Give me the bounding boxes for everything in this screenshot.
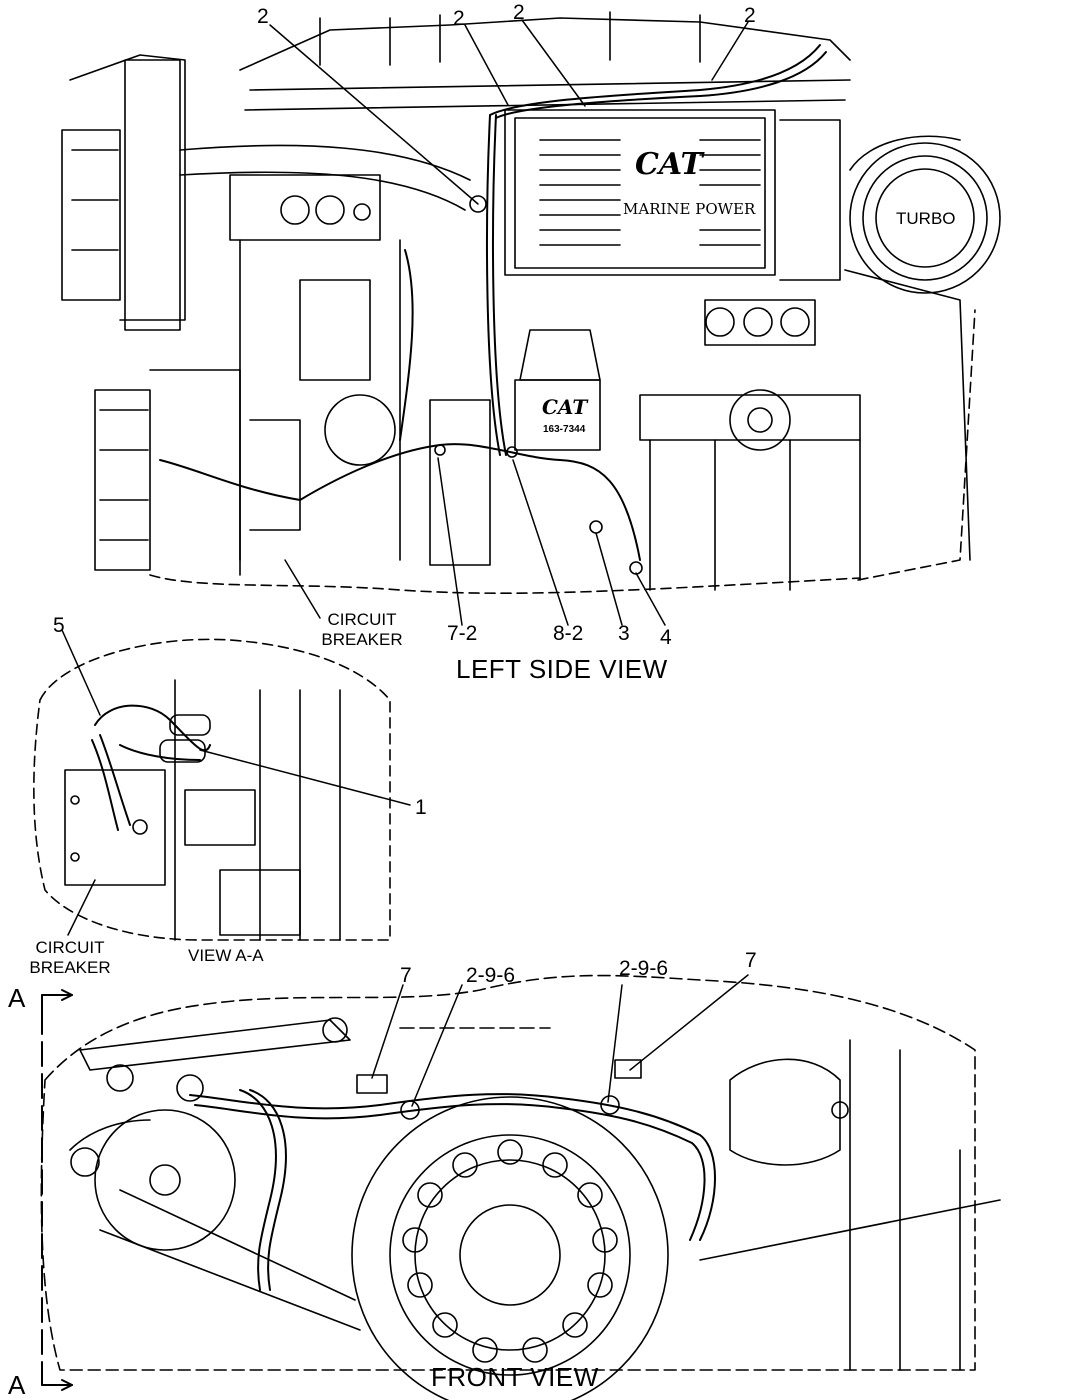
circuit-breaker-label-left-line2: BREAKER [321, 630, 403, 649]
callout-2-a: 2 [257, 5, 269, 28]
callout-8-2: 8-2 [553, 622, 584, 645]
circuit-breaker-label-view-a-a: CIRCUIT BREAKER [20, 938, 120, 978]
circuit-breaker-label-left-line1: CIRCUIT [327, 610, 397, 629]
circuit-breaker-label-left: CIRCUIT BREAKER [312, 610, 412, 650]
module-logo: CAT [542, 395, 588, 419]
turbo-label: TURBO [896, 209, 956, 228]
callout-2-b: 2 [453, 7, 465, 30]
front-view-title: FRONT VIEW [431, 1362, 599, 1392]
callout-7-a: 7 [400, 964, 412, 987]
callout-7-2: 7-2 [447, 622, 478, 645]
view-a-a-leaders [61, 629, 411, 936]
callout-2-d: 2 [744, 4, 756, 27]
aftercooler-logo: CAT [635, 147, 703, 182]
section-marker-top: A [8, 983, 26, 1013]
callout-1: 1 [415, 796, 427, 819]
circuit-breaker-label-view-a-a-line2: BREAKER [29, 958, 111, 977]
view-a-a-drawing [33, 638, 391, 941]
callout-7-b: 7 [745, 949, 757, 972]
module-part-number: 163-7344 [543, 424, 586, 435]
circuit-breaker-label-view-a-a-line1: CIRCUIT [35, 938, 105, 957]
aftercooler-text: MARINE POWER [623, 200, 756, 218]
section-cutting-line [41, 989, 73, 1391]
view-a-a-title: VIEW A-A [188, 946, 264, 965]
left-side-view-title: LEFT SIDE VIEW [456, 654, 668, 684]
section-marker-bottom: A [8, 1370, 26, 1400]
callout-4: 4 [660, 626, 672, 649]
front-view-leaders [371, 974, 749, 1107]
front-view-drawing [40, 974, 1001, 1400]
callout-2-c: 2 [513, 1, 525, 24]
callout-2-9-6-b: 2-9-6 [619, 957, 669, 980]
callout-5: 5 [53, 614, 65, 637]
callout-2-9-6-a: 2-9-6 [466, 964, 516, 987]
left-side-leaders [269, 19, 749, 626]
callout-3: 3 [618, 622, 630, 645]
left-side-view-drawing [61, 11, 1001, 595]
